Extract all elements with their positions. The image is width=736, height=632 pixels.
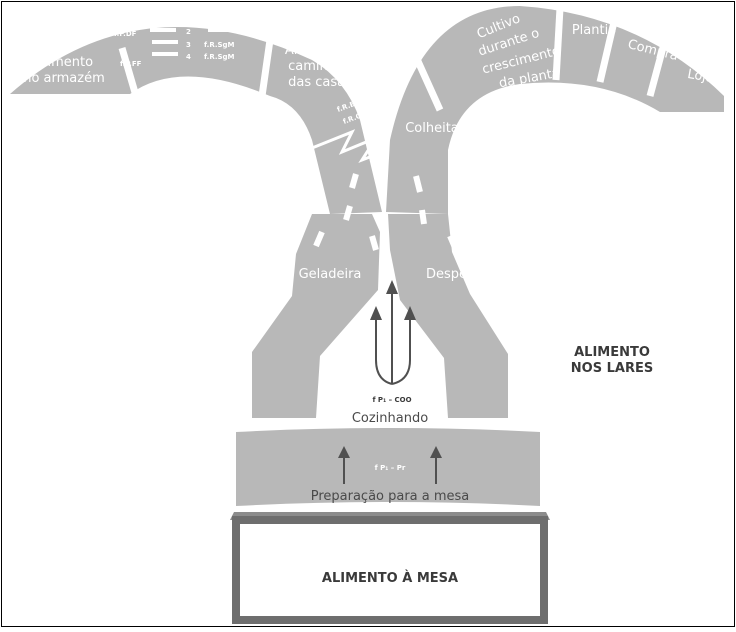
label-transport-3: das casas bbox=[288, 75, 352, 90]
label-storage-2: no armazém bbox=[23, 71, 105, 86]
table-box bbox=[236, 520, 544, 620]
label-harvest: Colheita bbox=[405, 121, 459, 136]
label-fridge: Geladeira bbox=[299, 267, 362, 282]
code-3: 3 bbox=[186, 41, 191, 49]
label-table: ALIMENTO À MESA bbox=[322, 570, 458, 586]
label-home-food-2: NOS LARES bbox=[571, 361, 653, 376]
label-planting: Plantio bbox=[572, 23, 616, 38]
label-transport-1: Alimento a bbox=[285, 43, 355, 58]
code-fpff: f.P.FF bbox=[120, 60, 142, 68]
label-transport-2: caminho bbox=[288, 59, 344, 74]
code-fpdf: f.P.DF bbox=[114, 30, 137, 38]
label-home-food-1: ALIMENTO bbox=[574, 345, 650, 360]
code-1: 1 bbox=[184, 16, 189, 24]
label-preparation: Preparação para a mesa bbox=[311, 489, 470, 504]
code-frsgm-3: f.R.SgM bbox=[204, 41, 235, 49]
label-pantry: Despensa bbox=[426, 267, 490, 282]
code-2: 2 bbox=[186, 28, 191, 36]
label-cooking: Cozinhando bbox=[352, 411, 428, 426]
code-frsgm-4: f.R.SgM bbox=[204, 53, 235, 61]
code-fch: f.C.H bbox=[212, 16, 231, 24]
label-storage-1: Alimento bbox=[35, 55, 93, 70]
code-cooking: f P₁ – COO bbox=[372, 396, 411, 404]
code-preparation: f P₁ – Pr bbox=[375, 464, 406, 472]
code-4: 4 bbox=[186, 53, 191, 61]
